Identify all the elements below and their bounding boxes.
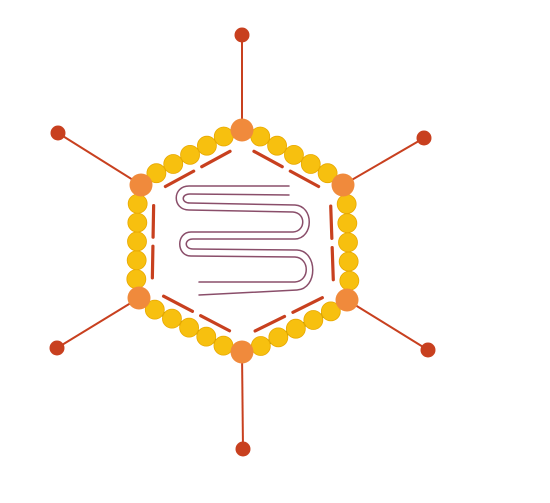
hexon — [146, 163, 167, 184]
hexon — [179, 317, 200, 338]
hexon — [196, 135, 217, 156]
inner-protein-segment — [200, 149, 232, 169]
hexon — [250, 336, 271, 356]
inner-protein-segment — [161, 294, 195, 313]
inner-protein-segment — [252, 149, 284, 169]
fiber-knob — [420, 342, 436, 358]
inner-protein-segment — [163, 169, 196, 189]
inner-proteins-group — [150, 149, 335, 333]
genome-strand-inner — [182, 193, 314, 296]
penton-base — [230, 118, 254, 142]
hexon — [338, 232, 358, 253]
hexon — [126, 269, 147, 290]
fiber-knob — [235, 441, 251, 457]
fiber-knob — [416, 130, 432, 146]
fiber-shaft — [241, 351, 244, 450]
hexon — [213, 126, 234, 147]
fiber-knob — [50, 125, 66, 141]
penton-base — [127, 286, 151, 310]
hexon — [320, 301, 341, 322]
hexon — [163, 154, 184, 174]
hexon — [144, 299, 165, 320]
hexon — [126, 250, 147, 271]
penton-bases-group — [127, 118, 359, 364]
inner-protein-segment — [329, 204, 334, 240]
hexon — [127, 193, 148, 214]
fiber-shaft — [57, 132, 142, 186]
fiber-knob — [49, 340, 65, 356]
fiber-shaft — [346, 299, 429, 351]
inner-protein-segment — [151, 203, 156, 239]
hexon — [180, 144, 200, 165]
dna-genome — [175, 185, 314, 296]
hexon — [127, 212, 148, 233]
hexon — [162, 308, 182, 329]
hexon — [317, 163, 338, 184]
inner-protein-segment — [288, 169, 321, 189]
inner-protein-segment — [199, 314, 232, 333]
fiber-knob — [234, 27, 250, 43]
genome-strand-outer — [175, 185, 307, 283]
hexon — [337, 213, 358, 234]
penton-base — [129, 173, 153, 197]
hexon — [285, 318, 306, 339]
hexon — [127, 231, 147, 252]
hexon — [303, 310, 324, 330]
hexon — [213, 335, 234, 356]
inner-protein-segment — [330, 245, 335, 282]
hexon — [284, 144, 304, 165]
inner-protein-segment — [291, 296, 324, 314]
fibers-group — [49, 27, 436, 457]
hexon — [268, 327, 289, 348]
penton-base — [335, 288, 359, 312]
hexon — [338, 251, 359, 272]
fiber-shaft — [56, 297, 140, 349]
hexon — [339, 270, 360, 291]
fiber-shaft — [342, 137, 425, 186]
hexon — [300, 154, 321, 174]
hexon — [267, 135, 288, 156]
penton-base — [230, 340, 254, 364]
penton-base — [331, 173, 355, 197]
hexons-group — [126, 126, 360, 356]
inner-protein-segment — [150, 244, 155, 280]
inner-protein-segment — [253, 314, 287, 333]
hexon — [336, 194, 357, 214]
hexon — [196, 326, 217, 347]
hexon — [250, 126, 271, 147]
